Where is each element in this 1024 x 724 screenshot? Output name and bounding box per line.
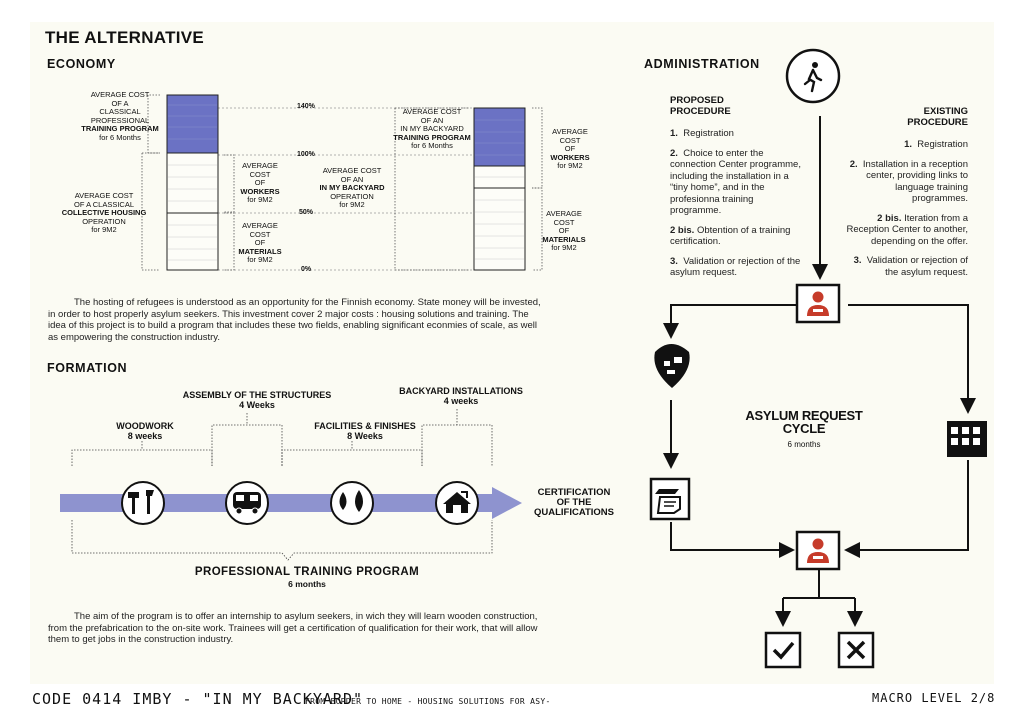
existing-step-1: 1. Registration [904, 139, 968, 150]
bracket-workers-left [224, 154, 235, 213]
percent-50: 50% [299, 209, 314, 216]
formation-heading: FORMATION [47, 361, 128, 375]
proposed-title: PROPOSED PROCEDURE [670, 95, 731, 117]
footer-project-subtitle: FROM BORDER TO HOME - HOUSING SOLUTIONS … [305, 697, 551, 706]
home-location-pin-icon [654, 344, 690, 388]
truck-icon [225, 481, 269, 525]
cross-icon [837, 631, 875, 669]
check-icon [764, 631, 802, 669]
formation-paragraph: The aim of the program is to offer an in… [48, 611, 538, 645]
percent-140: 140% [297, 103, 315, 110]
timeline-bar [60, 494, 492, 512]
percent-100: 100% [297, 151, 315, 158]
proposed-step-2bis: 2 bis. Obtention of a training certifica… [670, 224, 791, 248]
cycle-duration: 6 months [787, 440, 821, 449]
label-classical-training: AVERAGE COST OF A CLASSICAL PROFESSIONAL… [81, 90, 159, 142]
walker-icon [785, 48, 841, 104]
percent-0: 0% [301, 266, 312, 273]
existing-step-2bis: 2 bis. Iteration from a Reception Center… [846, 212, 968, 247]
program-title: PROFESSIONAL TRAINING PROGRAM [194, 566, 420, 578]
house-icon [435, 481, 479, 525]
tools-icon [121, 481, 165, 525]
program-duration: 6 months [288, 579, 326, 589]
bracket-materials-right [532, 187, 543, 271]
administration-heading: ADMINISTRATION [644, 57, 760, 71]
classical-materials-block [166, 212, 219, 271]
timeline-arrowhead [492, 487, 522, 519]
existing-step-2: 2. Installation in a reception center, p… [849, 158, 968, 205]
bracket-collective [141, 153, 160, 271]
classical-training-block [166, 94, 219, 154]
building-icon [947, 421, 987, 457]
bracket-materials-left [224, 212, 235, 271]
proposed-step-3: 3. Validation or rejection of the asylum… [670, 255, 801, 279]
page-title: THE ALTERNATIVE [45, 28, 205, 47]
backyard-training-block [473, 107, 526, 167]
footer-page-number: MACRO LEVEL 2/8 [872, 691, 996, 705]
bracket-backyard-op [394, 108, 470, 271]
person-icon [795, 283, 841, 324]
proposed-step-2: 2. Choice to enter the connection Center… [670, 147, 801, 217]
proposed-steps: 1. Registration 2. Choice to enter the c… [670, 128, 802, 287]
existing-step-3: 3. Validation or rejection of the asylum… [853, 255, 968, 278]
cycle-title: ASYLUM REQUEST CYCLE [745, 408, 863, 436]
footer-project-code: CODE 0414 IMBY - "IN MY BACKYARD" [32, 690, 364, 708]
existing-steps: 1. Registration 2. Installation in a rec… [840, 139, 968, 286]
certificate-icon [649, 477, 691, 521]
economy-paragraph: The hosting of refugees is understood as… [48, 297, 541, 343]
economy-heading: ECONOMY [47, 57, 116, 71]
proposed-step-1: 1. Registration [670, 128, 734, 139]
drops-icon [330, 481, 374, 525]
backyard-materials-block [473, 187, 526, 271]
certification-label: CERTIFICATION OF THE QUALIFICATIONS [533, 487, 615, 518]
existing-title: EXISTING PROCEDURE [907, 106, 968, 128]
classical-workers-block [166, 152, 219, 214]
person-icon [795, 530, 841, 571]
